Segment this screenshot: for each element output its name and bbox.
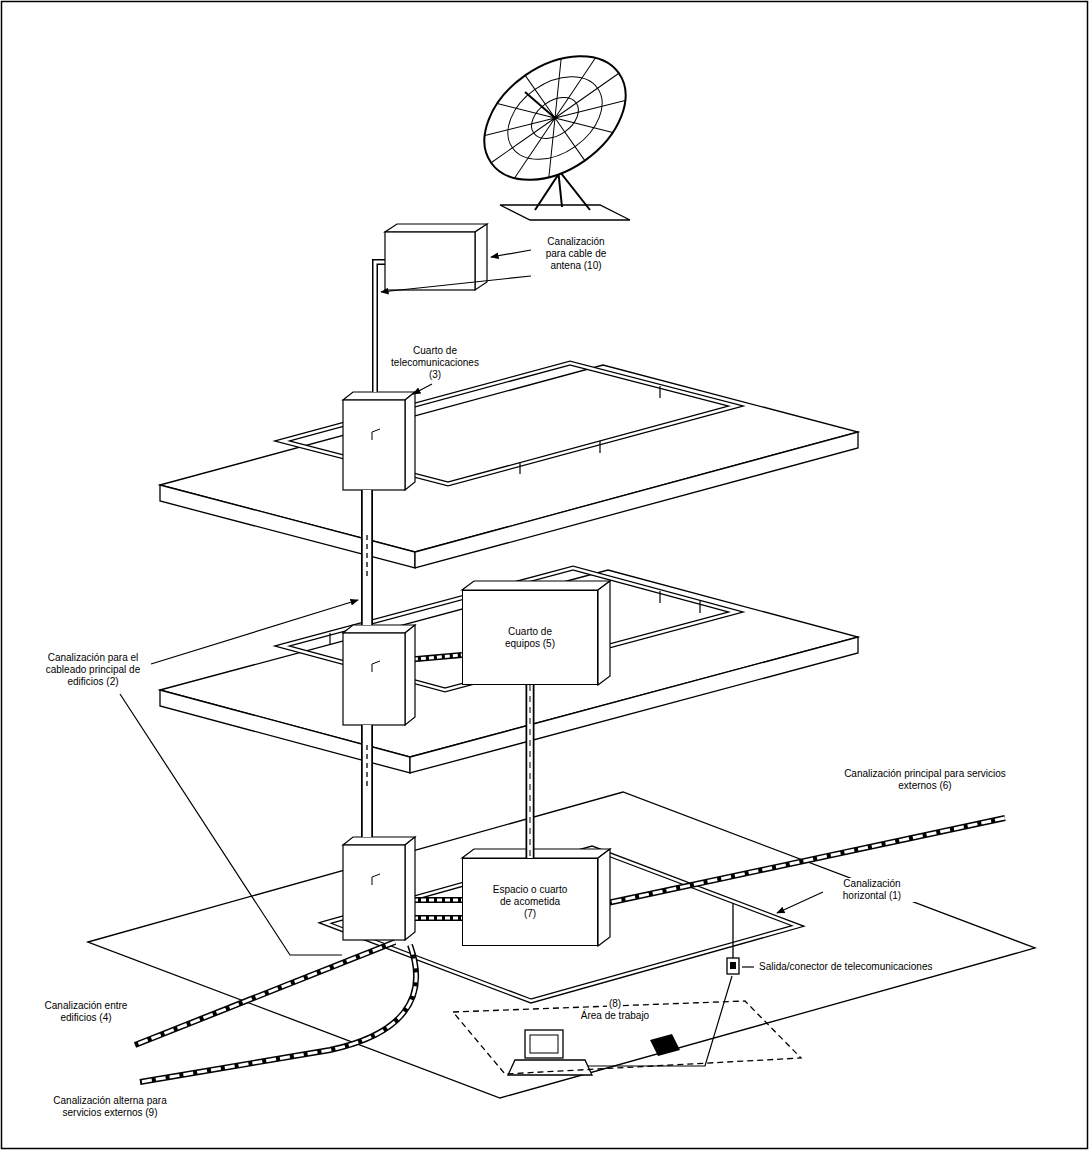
room-top-face — [343, 837, 415, 845]
room-name: Cuarto de equipos (5) — [499, 626, 561, 650]
leader-line — [381, 276, 531, 292]
main-service-pipe — [598, 818, 1005, 905]
ground-floor-slab — [88, 792, 1035, 1098]
work-area: (8)Área de trabajo — [445, 998, 807, 1078]
pathway-label: Canalización para cable de antena (10) — [535, 236, 617, 272]
conduit-outline — [526, 685, 535, 858]
telephone — [650, 1034, 680, 1056]
outlet-symbol — [727, 958, 739, 974]
room-top-face — [462, 849, 610, 858]
entrance-room: Espacio o cuarto de acometida (7) — [462, 858, 598, 946]
room-top-face — [343, 392, 415, 400]
telecom-room-box — [343, 837, 415, 940]
leader-line — [491, 250, 531, 257]
main-service-pipe-inner — [598, 818, 1005, 905]
leader-line — [777, 892, 823, 913]
outlet-box — [727, 958, 739, 974]
door-symbol — [372, 874, 380, 885]
leader-line — [742, 966, 754, 967]
room-side-face — [405, 625, 415, 725]
floor-slab-edge — [160, 485, 415, 568]
pathway-label: Canalización entre edificios (4) — [30, 1000, 142, 1024]
room-name: Espacio o cuarto de acometida (7) — [493, 884, 568, 920]
workstation — [508, 976, 732, 1075]
room-front-face — [343, 845, 405, 940]
outlet-jack — [730, 962, 736, 969]
room-top-face — [462, 581, 610, 590]
room-label: Cuarto de telecomunicaciones (3) — [385, 345, 485, 381]
outlet-drop — [732, 903, 733, 958]
area-label: Área de trabajo — [579, 1010, 651, 1022]
monitor-screen — [530, 1035, 558, 1053]
riser-slab-crossing — [366, 535, 367, 790]
dish-base — [500, 205, 630, 220]
leader-lines — [120, 250, 823, 967]
antenna-box — [385, 224, 487, 290]
floor-slab-edge — [415, 432, 858, 568]
riser-outline — [361, 490, 373, 837]
pathway-drops — [520, 386, 660, 474]
pathway-label: Canalización para el cableado principal … — [38, 652, 148, 688]
room-front-face — [343, 400, 405, 490]
conduit-dash — [530, 685, 531, 858]
room-front-face — [343, 633, 405, 725]
leader-line — [151, 600, 358, 664]
door-symbol — [372, 661, 380, 672]
leader-line — [120, 694, 342, 955]
work-area-text: (8)Área de trabajo — [555, 998, 675, 1022]
pathway-label: Canalización horizontal (1) — [826, 878, 918, 902]
equipment-room: Cuarto de equipos (5) — [462, 590, 598, 685]
room-side-face — [405, 392, 415, 490]
telecom-room-box — [343, 625, 415, 725]
room-side-face — [405, 837, 415, 940]
feed-horn — [525, 92, 555, 118]
room-side-face — [598, 849, 610, 946]
satellite-dish — [461, 31, 648, 220]
dish-reflector — [461, 31, 648, 206]
interbuilding-pipe — [135, 942, 395, 1045]
work-area-border — [453, 1001, 801, 1074]
outside-pipes — [135, 818, 1005, 1082]
room-side-face — [598, 581, 610, 685]
interbuilding-pipe-inner — [135, 942, 395, 1045]
pathway-label: Canalización principal para servicios ex… — [830, 768, 1020, 792]
leader-line — [413, 384, 432, 394]
conduit-connector — [530, 685, 531, 858]
telecom-room-box — [343, 392, 415, 490]
box-side-face — [475, 224, 487, 290]
reflector-ring — [524, 89, 586, 147]
alternate-pipe-inner — [140, 945, 416, 1082]
reflector-ring — [492, 60, 617, 177]
door-symbol — [372, 429, 380, 440]
room-top-face — [343, 625, 415, 633]
alternate-pipe — [140, 945, 416, 1082]
reflector-ribs — [461, 31, 648, 206]
entrance-room-faces — [462, 849, 610, 946]
box-top-face — [385, 224, 487, 232]
box-front-face — [385, 232, 475, 290]
reflector-rim — [461, 31, 648, 206]
equipment-room-faces — [462, 581, 610, 685]
pathway-label: Canalización alterna para servicios exte… — [45, 1095, 175, 1119]
outlet-label: Salida/conector de telecomunicaciones — [757, 961, 934, 973]
area-label: (8) — [607, 998, 623, 1010]
riser-inner — [363, 490, 372, 837]
backbone-riser — [367, 490, 368, 837]
conduit-inner — [527, 685, 533, 858]
monitor — [525, 1030, 563, 1058]
